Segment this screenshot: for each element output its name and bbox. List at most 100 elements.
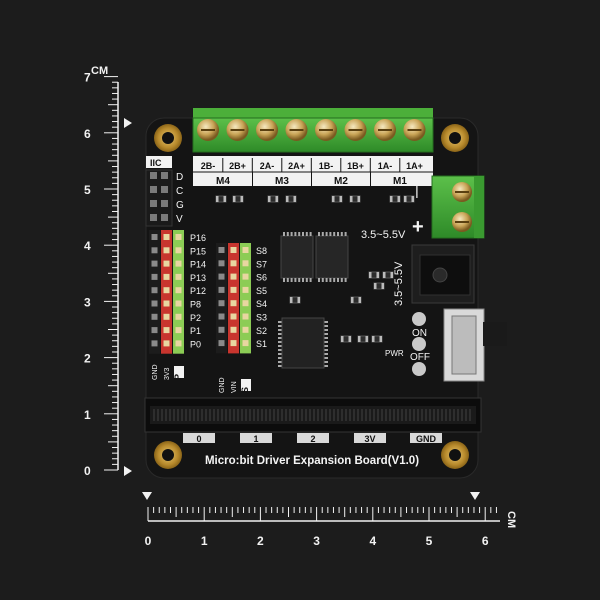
vertical-ruler-number: 0 — [84, 464, 91, 478]
terminal-pin-label: 2B+ — [229, 161, 246, 171]
iic-pin-label: G — [176, 200, 184, 211]
s-header-pin — [218, 340, 225, 347]
edge-connector-slot — [144, 397, 482, 433]
edge-pad — [183, 433, 215, 443]
power-switch[interactable] — [412, 308, 507, 382]
p-header-label: P1 — [190, 326, 201, 336]
s-header-pin — [218, 286, 225, 293]
vertical-ruler-number: 1 — [84, 408, 91, 422]
horizontal-ruler-number: 2 — [257, 534, 264, 548]
controller-chip — [281, 317, 325, 369]
power-terminal-block — [431, 175, 485, 239]
s-header-pin — [242, 300, 249, 307]
edge-pad — [240, 433, 272, 443]
terminal-label-strip — [193, 156, 433, 186]
edge-pad — [410, 433, 442, 443]
voltage-label-top: 3.5~5.5V — [361, 229, 406, 241]
s-header-pin — [230, 326, 237, 333]
s-header-pin — [230, 340, 237, 347]
horizontal-ruler-number: 6 — [482, 534, 489, 548]
vertical-ruler-unit: CM — [91, 65, 108, 77]
p-header-bottom-label: GND — [152, 364, 159, 380]
p-header-pin — [163, 340, 170, 347]
edge-pad — [354, 433, 386, 443]
s-header-pin — [218, 313, 225, 320]
iic-pin-label: C — [176, 186, 183, 197]
edge-pad-label: 1 — [253, 434, 258, 444]
mounting-hole-bottom-left — [154, 441, 182, 469]
vertical-ruler-number: 4 — [84, 239, 91, 253]
p-header-pin — [163, 327, 170, 334]
p-header-label: P15 — [190, 246, 206, 256]
p-header-label: P13 — [190, 273, 206, 283]
p-header-pin — [175, 300, 182, 307]
s-header-pin — [230, 300, 237, 307]
s-header-label: S3 — [256, 313, 267, 323]
ruler-marker-left — [142, 492, 152, 500]
p-header-label: P12 — [190, 286, 206, 296]
p-header-pin — [175, 313, 182, 320]
p-header-label: P8 — [190, 300, 201, 310]
s-header-bottom-label: GND — [219, 377, 226, 393]
horizontal-ruler-unit: CM — [505, 511, 517, 528]
ruler-marker-right — [470, 492, 480, 500]
s-header-label: S5 — [256, 286, 267, 296]
p-header-pin — [175, 234, 182, 240]
switch-on-label: ON — [412, 328, 427, 339]
p-header-pin — [175, 340, 182, 347]
p-header-pin — [151, 287, 158, 294]
p-header-label: P2 — [190, 313, 201, 323]
p-header-bottom-label: 3V3 — [164, 367, 171, 380]
iic-pin-label: V — [176, 214, 183, 225]
s-header-bottom-label: S — [240, 387, 250, 393]
pwr-label: PWR — [385, 349, 404, 358]
p-header-pin — [163, 234, 170, 240]
motor-driver-chip-1 — [280, 235, 314, 279]
terminal-pin-label: 2A- — [260, 161, 275, 171]
vertical-ruler-number: 7 — [84, 71, 91, 85]
s-header-pin — [230, 260, 237, 267]
p-header-pin — [163, 247, 170, 254]
s-header-label: S8 — [256, 246, 267, 256]
p-header-pin — [151, 327, 158, 334]
p-header-pin — [163, 313, 170, 320]
s-header-label: S2 — [256, 326, 267, 336]
vertical-ruler-number: 5 — [84, 183, 91, 197]
p-header-pin — [163, 300, 170, 307]
s-header-pin — [242, 326, 249, 333]
s-header-pin — [218, 300, 225, 307]
motor-label: M4 — [216, 176, 230, 187]
s-header-bottom-label: VIN — [231, 381, 238, 393]
p-header-pin — [151, 313, 158, 320]
vertical-ruler-number: 6 — [84, 127, 91, 141]
edge-pad-label: 2 — [310, 434, 315, 444]
ruler-marker-top — [124, 118, 132, 128]
s-header-pin — [218, 326, 225, 333]
mounting-hole-top-right — [441, 124, 469, 152]
horizontal-ruler-number: 1 — [201, 534, 208, 548]
mounting-hole-top-left — [154, 124, 182, 152]
p-header-label: P16 — [190, 233, 206, 243]
p-header-pin — [151, 300, 158, 307]
p-header-pin — [151, 260, 158, 267]
terminal-pin-label: 1A- — [378, 161, 393, 171]
board-title: Micro:bit Driver Expansion Board(V1.0) — [205, 455, 419, 467]
iic-pin — [150, 172, 157, 179]
edge-pad-label: 0 — [196, 434, 201, 444]
motor-label: M2 — [334, 176, 348, 187]
motor-label: M3 — [275, 176, 289, 187]
s-header-pin — [230, 247, 237, 253]
s-header-pin — [242, 313, 249, 320]
s-header-label: S7 — [256, 259, 267, 269]
switch-off-label: OFF — [410, 352, 430, 363]
iic-pin-label: D — [176, 172, 183, 183]
p-header-pin — [151, 273, 158, 280]
p-header-pin — [163, 260, 170, 267]
p-header-pin — [151, 247, 158, 254]
iic-pin — [150, 186, 157, 193]
terminal-pin-label: 1A+ — [406, 161, 423, 171]
p-header-label: P14 — [190, 260, 206, 270]
motor-driver-chip-2 — [315, 235, 349, 279]
